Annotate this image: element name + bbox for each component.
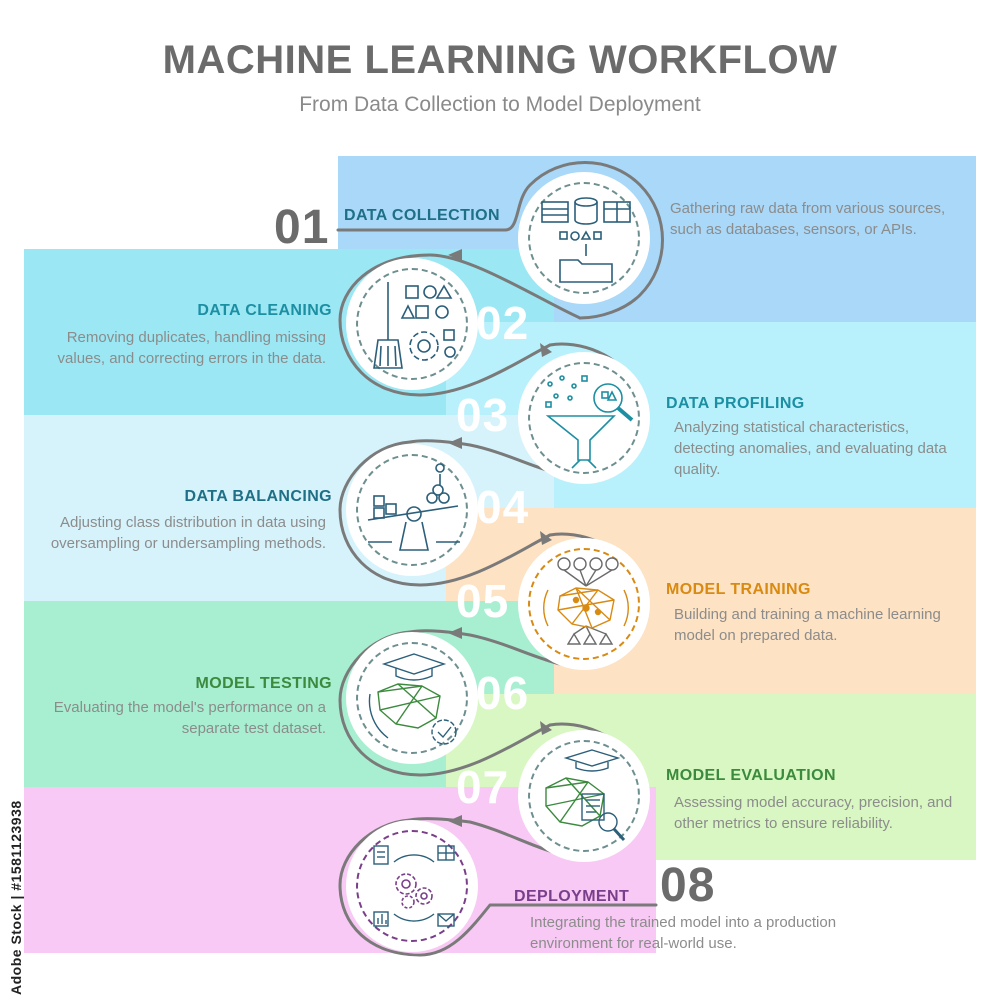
step-03-description: Analyzing statistical characteristics, d… <box>674 419 947 478</box>
step-08-number: 08 <box>660 859 716 912</box>
broom-gear-icon <box>373 282 456 369</box>
step-01-icon-circle <box>518 172 650 304</box>
stock-watermark: Adobe Stock | #1581123938 <box>8 800 24 995</box>
step-05-icon-circle <box>518 538 650 670</box>
step-07-description: Assessing model accuracy, precision, and… <box>674 794 953 832</box>
step-07-heading: MODEL EVALUATION <box>666 767 836 784</box>
step-08-icon-circle <box>346 820 478 952</box>
step-02-number: 02 <box>476 297 530 349</box>
funnel-magnifier-icon <box>545 375 634 469</box>
balance-scale-icon <box>367 463 460 551</box>
step-06-description: Evaluating the model's performance on a … <box>53 699 326 737</box>
step-02-icon-circle <box>346 258 478 390</box>
step-03-icon-circle <box>518 352 650 484</box>
gears-cycle-icon <box>373 845 455 927</box>
step-05-heading: MODEL TRAINING <box>666 581 811 598</box>
page-title: MACHINE LEARNING WORKFLOW <box>162 38 838 82</box>
step-01-number: 01 <box>274 201 330 254</box>
step-04-description: Adjusting class distribution in data usi… <box>50 514 326 552</box>
step-05-number: 05 <box>456 575 510 627</box>
step-01-description: Gathering raw data from various sources,… <box>670 200 946 238</box>
graduation-network-check-icon <box>368 653 457 745</box>
step-08-description: Integrating the trained model into a pro… <box>530 914 837 952</box>
step-03-heading: DATA PROFILING <box>666 395 805 412</box>
step-06-number: 06 <box>476 667 530 719</box>
page-subtitle: From Data Collection to Model Deployment <box>299 93 701 116</box>
step-06-heading: MODEL TESTING <box>195 675 332 692</box>
step-02-heading: DATA CLEANING <box>197 302 332 319</box>
step-03-number: 03 <box>456 389 510 441</box>
step-02-description: Removing duplicates, handling missing va… <box>57 329 326 367</box>
step-08-heading: DEPLOYMENT <box>514 888 630 905</box>
database-folder-icon <box>541 197 631 283</box>
step-07-number: 07 <box>456 761 510 813</box>
neural-network-icon <box>543 557 629 645</box>
step-07-icon-circle <box>518 730 650 862</box>
step-04-heading: DATA BALANCING <box>184 488 332 505</box>
step-01-heading: DATA COLLECTION <box>344 207 500 224</box>
step-04-number: 04 <box>476 481 530 533</box>
step-04-icon-circle <box>346 444 478 576</box>
step-05-description: Building and training a machine learning… <box>674 606 941 644</box>
step-06-icon-circle <box>346 632 478 764</box>
network-report-magnifier-icon <box>545 749 626 842</box>
